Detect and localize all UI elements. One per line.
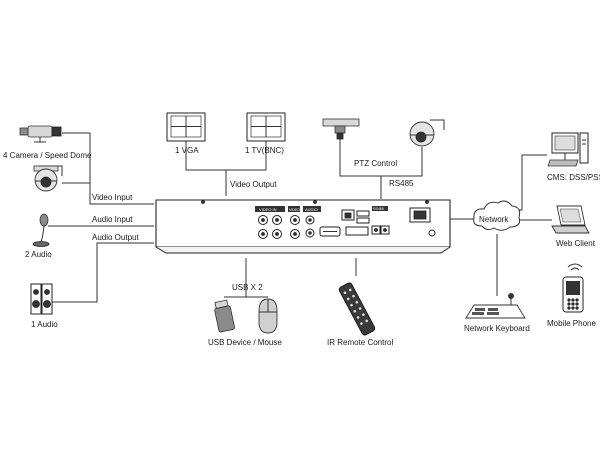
usb-line xyxy=(224,258,268,298)
connection-lines xyxy=(48,132,552,303)
usb-stick-icon xyxy=(214,299,235,333)
video-output-line xyxy=(185,141,267,196)
ptz-line xyxy=(339,133,423,199)
audio-out-device-label: 1 Audio xyxy=(31,320,58,329)
ptz-dome-icon xyxy=(409,119,445,147)
network-cms-line xyxy=(510,154,547,211)
camera-line-top xyxy=(62,132,154,205)
camera-bullet-icon xyxy=(19,125,62,143)
speaker-icon xyxy=(30,283,53,315)
network-keyboard-icon xyxy=(465,293,526,319)
laptop-icon xyxy=(551,205,590,234)
audio-input-label: Audio Input xyxy=(92,215,133,224)
network-keyboard-label: Network Keyboard xyxy=(464,324,530,333)
audio-output-line xyxy=(52,242,154,303)
video-in-header: VIDEO IN xyxy=(259,207,277,212)
tv-monitor-icon xyxy=(246,112,286,142)
camera-label: 4 Camera / Speed Dome xyxy=(3,151,92,160)
audio-output-label: Audio Output xyxy=(92,233,139,242)
cms-computer-icon xyxy=(547,132,589,167)
network-label: Network xyxy=(479,215,509,224)
vga-monitor-icon xyxy=(166,112,206,142)
ptz-control-label: PTZ Control xyxy=(354,159,397,168)
audio-in-device-label: 2 Audio xyxy=(25,250,52,259)
rs485-header: RS485 xyxy=(373,207,384,211)
usb-device-label: USB Device / Mouse xyxy=(208,338,282,347)
cms-label: CMS: DSS/PSS xyxy=(547,173,600,182)
microphone-icon xyxy=(32,213,50,247)
web-client-label: Web Client xyxy=(556,239,596,248)
mobile-phone-label: Mobile Phone xyxy=(547,319,596,328)
tv-label: 1 TV(BNC) xyxy=(245,146,284,155)
rs485-label: RS485 xyxy=(389,179,414,188)
vga-label: 1 VGA xyxy=(175,146,199,155)
ptz-camera-icon xyxy=(322,118,360,140)
video-input-label: Video Input xyxy=(92,193,133,202)
ir-remote-icon xyxy=(338,282,376,336)
audio-header: AUDIO xyxy=(305,207,318,212)
mouse-icon xyxy=(258,298,278,334)
ir-remote-label: IR Remote Control xyxy=(327,338,393,347)
video-out-header: VIDEO OUT xyxy=(289,208,309,212)
video-output-label: Video Output xyxy=(230,180,277,189)
speed-dome-icon xyxy=(33,165,63,192)
usb-x2-label: USB X 2 xyxy=(232,283,263,292)
mobile-phone-icon xyxy=(562,263,584,313)
dvr-unit: VIDEO IN VIDEO OUT AUDIO RS485 xyxy=(155,199,451,254)
network-cloud-icon xyxy=(473,200,521,231)
